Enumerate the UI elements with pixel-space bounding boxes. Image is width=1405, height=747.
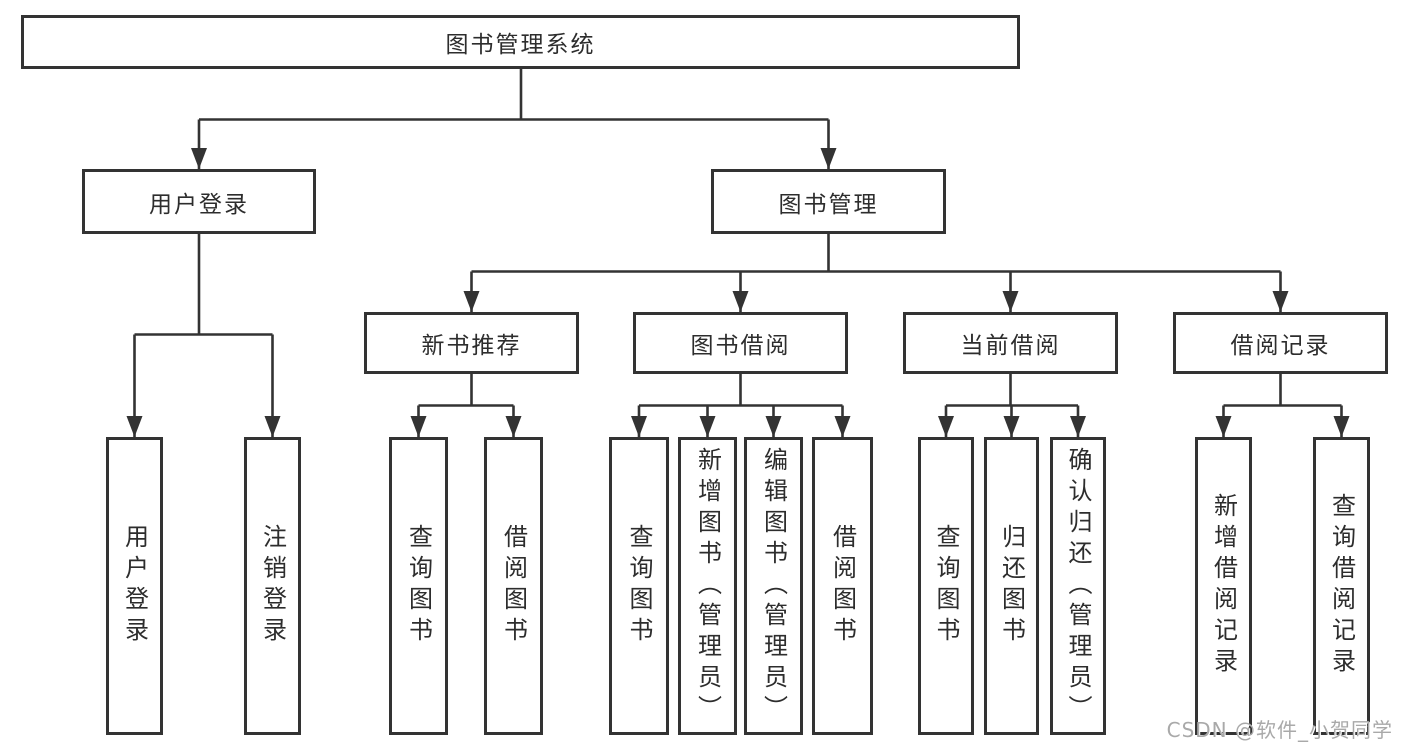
connector-edges [133, 69, 1343, 437]
leaf-logout: 注销登录 [244, 437, 301, 735]
leaf-query-borrow-record-label: 查询借阅记录 [1327, 493, 1356, 679]
node-user-login-label: 用户登录 [149, 191, 249, 218]
node-book-borrow-label: 图书借阅 [690, 333, 791, 359]
leaf-borrow-query-book: 查询图书 [609, 437, 669, 735]
leaf-add-borrow-record: 新增借阅记录 [1195, 437, 1252, 735]
leaf-return-book: 归还图书 [984, 437, 1039, 735]
leaf-recommend-query-book-label: 查询图书 [404, 524, 433, 648]
leaf-edit-book-admin: 编辑图书（管理员） [744, 437, 803, 735]
node-library-system: 图书管理系统 [21, 15, 1020, 69]
leaf-recommend-borrow-book: 借阅图书 [484, 437, 543, 735]
leaf-current-query-book: 查询图书 [918, 437, 974, 735]
leaf-recommend-borrow-book-label: 借阅图书 [499, 524, 528, 648]
leaf-edit-book-admin-label: 编辑图书（管理员） [759, 446, 788, 726]
node-borrow-record: 借阅记录 [1173, 312, 1388, 374]
csdn-watermark: CSDN @软件_小贺同学 [1166, 718, 1393, 742]
leaf-user-login-label: 用户登录 [120, 524, 149, 648]
node-library-system-label: 图书管理系统 [445, 32, 596, 58]
leaf-logout-label: 注销登录 [258, 524, 287, 648]
leaf-add-borrow-record-label: 新增借阅记录 [1209, 493, 1238, 679]
leaf-borrow-book-label: 借阅图书 [828, 524, 857, 648]
leaf-add-book-admin: 新增图书（管理员） [678, 437, 737, 735]
leaf-borrow-book: 借阅图书 [812, 437, 873, 735]
leaf-current-query-book-label: 查询图书 [932, 524, 960, 648]
node-new-book-recommend: 新书推荐 [364, 312, 579, 374]
leaf-recommend-query-book: 查询图书 [389, 437, 448, 735]
leaf-user-login: 用户登录 [106, 437, 163, 735]
leaf-return-book-label: 归还图书 [997, 524, 1026, 648]
node-book-management: 图书管理 [711, 169, 946, 234]
node-user-login: 用户登录 [82, 169, 316, 234]
node-book-management-label: 图书管理 [778, 191, 879, 218]
node-book-borrow: 图书借阅 [633, 312, 848, 374]
node-current-borrow-label: 当前借阅 [960, 333, 1061, 359]
leaf-add-book-admin-label: 新增图书（管理员） [693, 446, 722, 726]
leaf-confirm-return-admin-label: 确认归还（管理员） [1064, 446, 1092, 726]
node-current-borrow: 当前借阅 [903, 312, 1118, 374]
node-borrow-record-label: 借阅记录 [1230, 333, 1331, 359]
node-new-book-recommend-label: 新书推荐 [421, 333, 522, 359]
leaf-borrow-query-book-label: 查询图书 [625, 524, 653, 648]
leaf-query-borrow-record: 查询借阅记录 [1313, 437, 1370, 735]
leaf-confirm-return-admin: 确认归还（管理员） [1050, 437, 1106, 735]
